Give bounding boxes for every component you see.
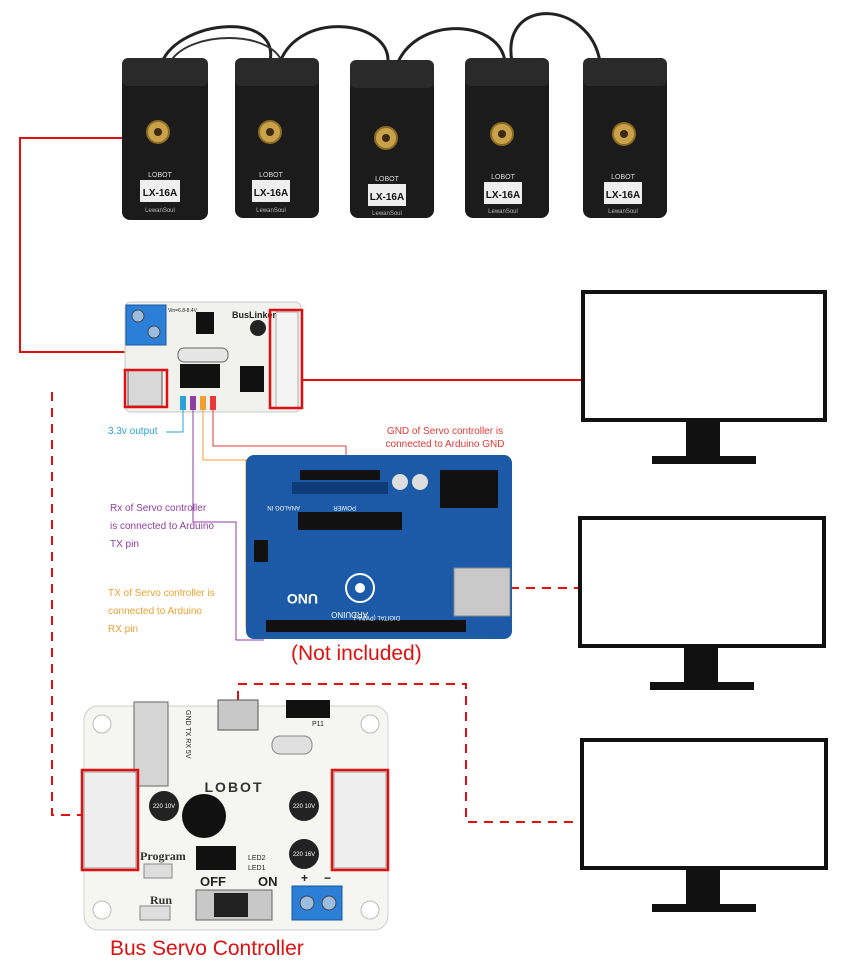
controller-minus-label: − <box>324 871 331 885</box>
monitor-middle <box>578 516 826 690</box>
label-3v3-output: 3.3v output <box>108 426 158 437</box>
bus-servo-controller-board <box>83 699 389 931</box>
monitor-bottom <box>580 738 828 912</box>
red-dashed-wires <box>51 392 578 823</box>
controller-cap-left: 220 10V <box>153 804 175 810</box>
buslinker-board <box>124 301 302 413</box>
controller-p11-label: P11 <box>312 721 324 728</box>
controller-led2-label: LED2 <box>248 855 266 862</box>
controller-on-label: ON <box>258 874 278 889</box>
label-not-included: (Not included) <box>291 642 422 665</box>
buslinker-power-label: Vin=6.8-8.4V <box>168 308 198 314</box>
controller-led1-label: LED1 <box>248 865 266 872</box>
servo-1 <box>122 58 208 220</box>
controller-program-label: Program <box>140 849 186 863</box>
servo-2-brand: LOBOT <box>259 172 283 179</box>
buslinker-highlight-servo-port <box>268 308 304 410</box>
controller-run-label: Run <box>150 893 172 907</box>
servo-1-maker: LewanSoul <box>145 208 175 214</box>
controller-highlight-right-port <box>330 768 390 872</box>
label-gnd-line1: GND of Servo controller is <box>386 426 504 437</box>
servo-5-label: LX-16A <box>606 190 640 201</box>
controller-off-label: OFF <box>200 874 226 889</box>
servo-3 <box>350 60 434 218</box>
servo-4 <box>465 58 549 218</box>
label-rx-line2: is connected to Arduino <box>110 521 214 532</box>
servo-4-label: LX-16A <box>486 190 520 201</box>
servo-2-label: LX-16A <box>254 188 288 199</box>
label-rx-line3: TX pin <box>110 539 139 550</box>
controller-brand: LOBOT <box>205 779 264 795</box>
buslinker-name: BusLinker <box>232 310 277 320</box>
servo-1-label: LX-16A <box>143 188 177 199</box>
servo-5 <box>583 58 667 218</box>
servo-5-brand: LOBOT <box>611 174 635 181</box>
label-tx-line2: connected to Arduino <box>108 606 202 617</box>
arduino-board <box>246 455 512 639</box>
label-gnd-line2: connected to Arduino GND <box>385 439 505 450</box>
servo-4-brand: LOBOT <box>491 174 515 181</box>
servo-3-brand: LOBOT <box>375 176 399 183</box>
arduino-power-label: POWER <box>333 504 356 510</box>
servo-cables <box>160 12 602 63</box>
monitor-top <box>581 290 827 464</box>
label-rx-line1: Rx of Servo controller <box>110 503 207 514</box>
servo-1-brand: LOBOT <box>148 172 172 179</box>
servo-3-maker: LewanSoul <box>372 211 402 217</box>
servo-4-maker: LewanSoul <box>488 209 518 215</box>
arduino-analog-label: ANALOG IN <box>267 504 300 510</box>
controller-plus-label: + <box>301 871 308 885</box>
controller-cap-c3: 220 16V <box>293 852 315 858</box>
label-tx-line3: RX pin <box>108 624 139 635</box>
controller-cap-right: 220 10V <box>293 804 315 810</box>
servo-2-maker: LewanSoul <box>256 208 286 214</box>
controller-highlight-left-port <box>80 768 140 872</box>
servo-5-maker: LewanSoul <box>608 209 638 215</box>
arduino-brand: ARDUINO <box>331 610 368 619</box>
buslinker-highlight-usb-port <box>123 368 169 409</box>
controller-pins-top: GND TX RX 5V <box>184 710 191 759</box>
arduino-model: UNO <box>287 591 318 607</box>
arduino-digital-label: DIGITAL (PWM~) <box>353 614 400 620</box>
servo-2 <box>235 58 319 218</box>
label-tx-line1: TX of Servo controller is <box>108 588 215 599</box>
servo-3-label: LX-16A <box>370 192 404 203</box>
label-bus-servo-controller: Bus Servo Controller <box>110 937 304 960</box>
